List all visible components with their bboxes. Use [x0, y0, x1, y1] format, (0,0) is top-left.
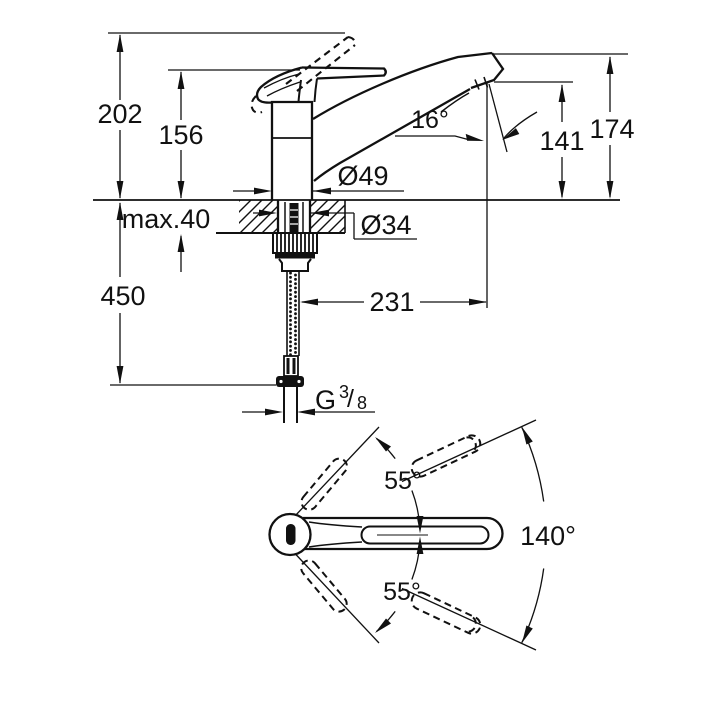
spout-head — [470, 52, 505, 90]
lever-nose — [255, 66, 303, 104]
thread-g-label: G — [315, 385, 336, 415]
spout-under-curve — [313, 88, 471, 182]
dimension-labels: 202 156 max.40 450 Ø49 Ø34 231 16° 141 1… — [97, 99, 634, 606]
shank-diameter-label: Ø34 — [360, 210, 411, 240]
side-view — [93, 35, 620, 423]
angle16-stream-line — [488, 83, 508, 153]
dim-156-label: 156 — [158, 120, 203, 150]
deck-thickness-label: max.40 — [122, 204, 211, 234]
base-diameter-label: Ø49 — [337, 161, 388, 191]
deck-hatching-right — [310, 200, 345, 233]
dim-202-label: 202 — [97, 99, 142, 129]
faucet-body — [270, 100, 314, 200]
spout-head-crease — [440, 92, 470, 113]
handle-pivot-slot — [286, 524, 296, 545]
swing-axis-lower — [294, 552, 380, 644]
handle-outer — [303, 516, 504, 551]
deck-hatching-left — [239, 200, 278, 233]
outlet-height-141-label: 141 — [539, 126, 584, 156]
handle-positions-dashed — [300, 434, 482, 635]
arrowheads-side — [116, 34, 614, 416]
lever-blade-top — [301, 66, 387, 80]
thread-denominator-label: 8 — [357, 393, 367, 413]
swing-axis-upper — [294, 426, 380, 517]
reach-231-label: 231 — [369, 287, 414, 317]
arrowheads-plan — [375, 427, 533, 643]
lever-raised-dashed — [250, 35, 357, 114]
swing-lower-label: 55° — [383, 578, 421, 606]
lever-nose-detail — [263, 73, 301, 97]
swivel-boundary-lower — [401, 587, 537, 651]
swivel-boundary-upper — [401, 419, 537, 483]
hose-connector — [276, 355, 304, 423]
lever-neck — [297, 78, 318, 103]
spout-angle-label: 16° — [411, 106, 449, 134]
thread-slash-label: / — [347, 385, 354, 413]
swivel-140-label: 140° — [520, 521, 576, 551]
dia34-leader — [253, 212, 417, 240]
mounting-shank — [276, 200, 312, 233]
flex-hose — [286, 271, 300, 357]
overall-height-174-label: 174 — [589, 114, 634, 144]
side-view-dimensions — [108, 32, 628, 416]
spout-outer-curve — [312, 51, 493, 120]
handle-inner-slot — [360, 525, 490, 545]
angle16-curved-leader — [503, 111, 538, 139]
dim-450-label: 450 — [100, 281, 145, 311]
mounting-nut — [272, 232, 318, 272]
thread-numerator-label: 3 — [339, 382, 349, 402]
handle-neck-lines — [308, 521, 363, 548]
swing-upper-label: 55° — [384, 467, 422, 495]
angle16-ref-line — [395, 135, 469, 141]
plan-view — [268, 419, 545, 651]
